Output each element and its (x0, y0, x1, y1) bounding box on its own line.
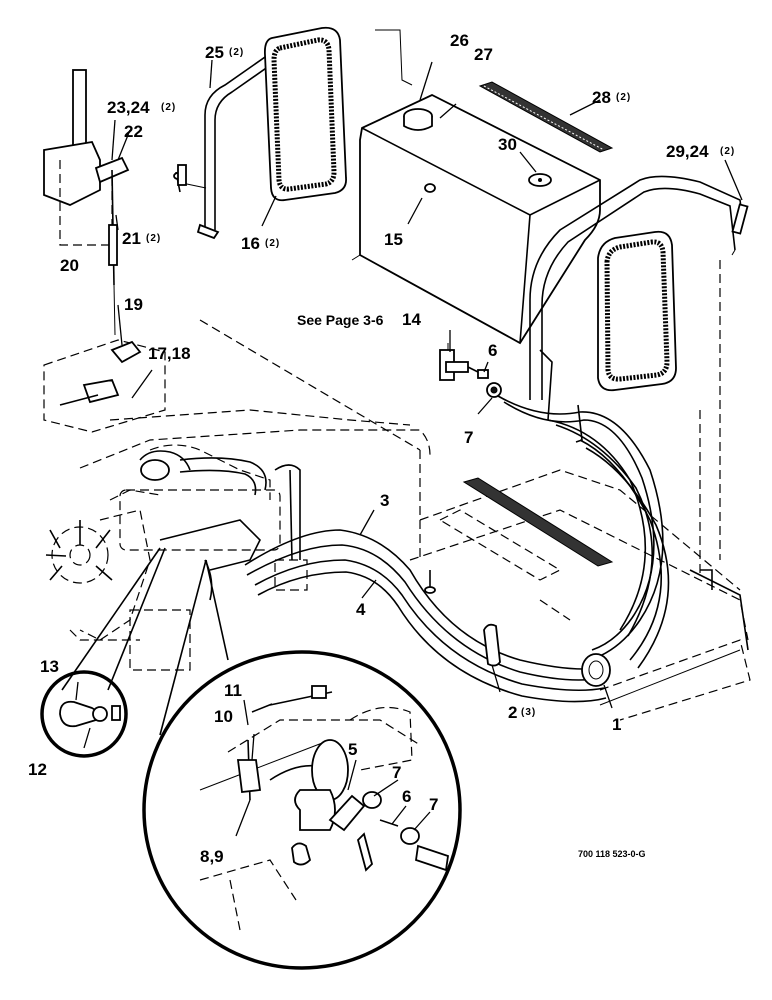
label-21-qty: (2) (146, 233, 161, 244)
label-12: 12 (28, 760, 47, 779)
detail-callout-small (40, 547, 166, 758)
fuel-valve-14 (439, 349, 502, 398)
label-4: 4 (356, 600, 366, 619)
label-22: 22 (124, 122, 143, 141)
fuel-hose-bundle (244, 395, 670, 703)
handrail-29 (529, 175, 749, 421)
label-29-24: 29,24 (666, 142, 709, 161)
label-23-24: 23,24 (107, 98, 150, 117)
label-27: 27 (474, 45, 493, 64)
label-23-24-qty: (2) (161, 102, 176, 113)
step-tread-28 (478, 81, 614, 153)
chassis-frame (79, 260, 751, 721)
leader-lines (75, 59, 743, 837)
label-21: 21 (122, 229, 141, 248)
label-19: 19 (124, 295, 143, 314)
label-6-top: 6 (488, 341, 497, 360)
see-page-note: See Page 3-6 (297, 312, 384, 328)
label-10: 10 (214, 707, 233, 726)
label-1: 1 (612, 715, 621, 734)
detail-callout-large (142, 559, 462, 970)
drawing-code: 700 118 523-0-G (578, 849, 646, 859)
label-28-qty: (2) (616, 92, 631, 103)
label-28: 28 (592, 88, 611, 107)
label-26: 26 (450, 31, 469, 50)
part-labels: 12 13 1 2 (3) 3 4 5 6 6 7 7 7 8,9 10 11 … (28, 31, 735, 866)
label-29-24-qty: (2) (720, 146, 735, 157)
label-14: 14 (402, 310, 421, 329)
label-25: 25 (205, 43, 224, 62)
label-6-detail: 6 (402, 787, 411, 806)
fuel-tank (351, 29, 601, 350)
lower-bracket-19 (43, 339, 166, 433)
label-11: 11 (224, 681, 242, 700)
engine-assembly (45, 444, 308, 671)
label-7-detail-a: 7 (392, 763, 401, 782)
label-7-detail-b: 7 (429, 795, 438, 814)
label-20: 20 (60, 256, 79, 275)
label-3: 3 (380, 491, 389, 510)
label-30: 30 (498, 135, 517, 154)
window-gasket-16 (263, 26, 347, 202)
label-13: 13 (40, 657, 59, 676)
label-25-qty: (2) (229, 47, 244, 58)
label-16-qty: (2) (265, 238, 280, 249)
label-17-18: 17,18 (148, 344, 191, 363)
label-2: 2 (508, 703, 517, 722)
label-15: 15 (384, 230, 403, 249)
label-8-9: 8,9 (200, 847, 224, 866)
label-7-top: 7 (464, 428, 473, 447)
label-16: 16 (241, 234, 260, 253)
window-gasket-right (597, 230, 677, 392)
label-5: 5 (348, 740, 357, 759)
label-2-qty: (3) (521, 707, 536, 718)
